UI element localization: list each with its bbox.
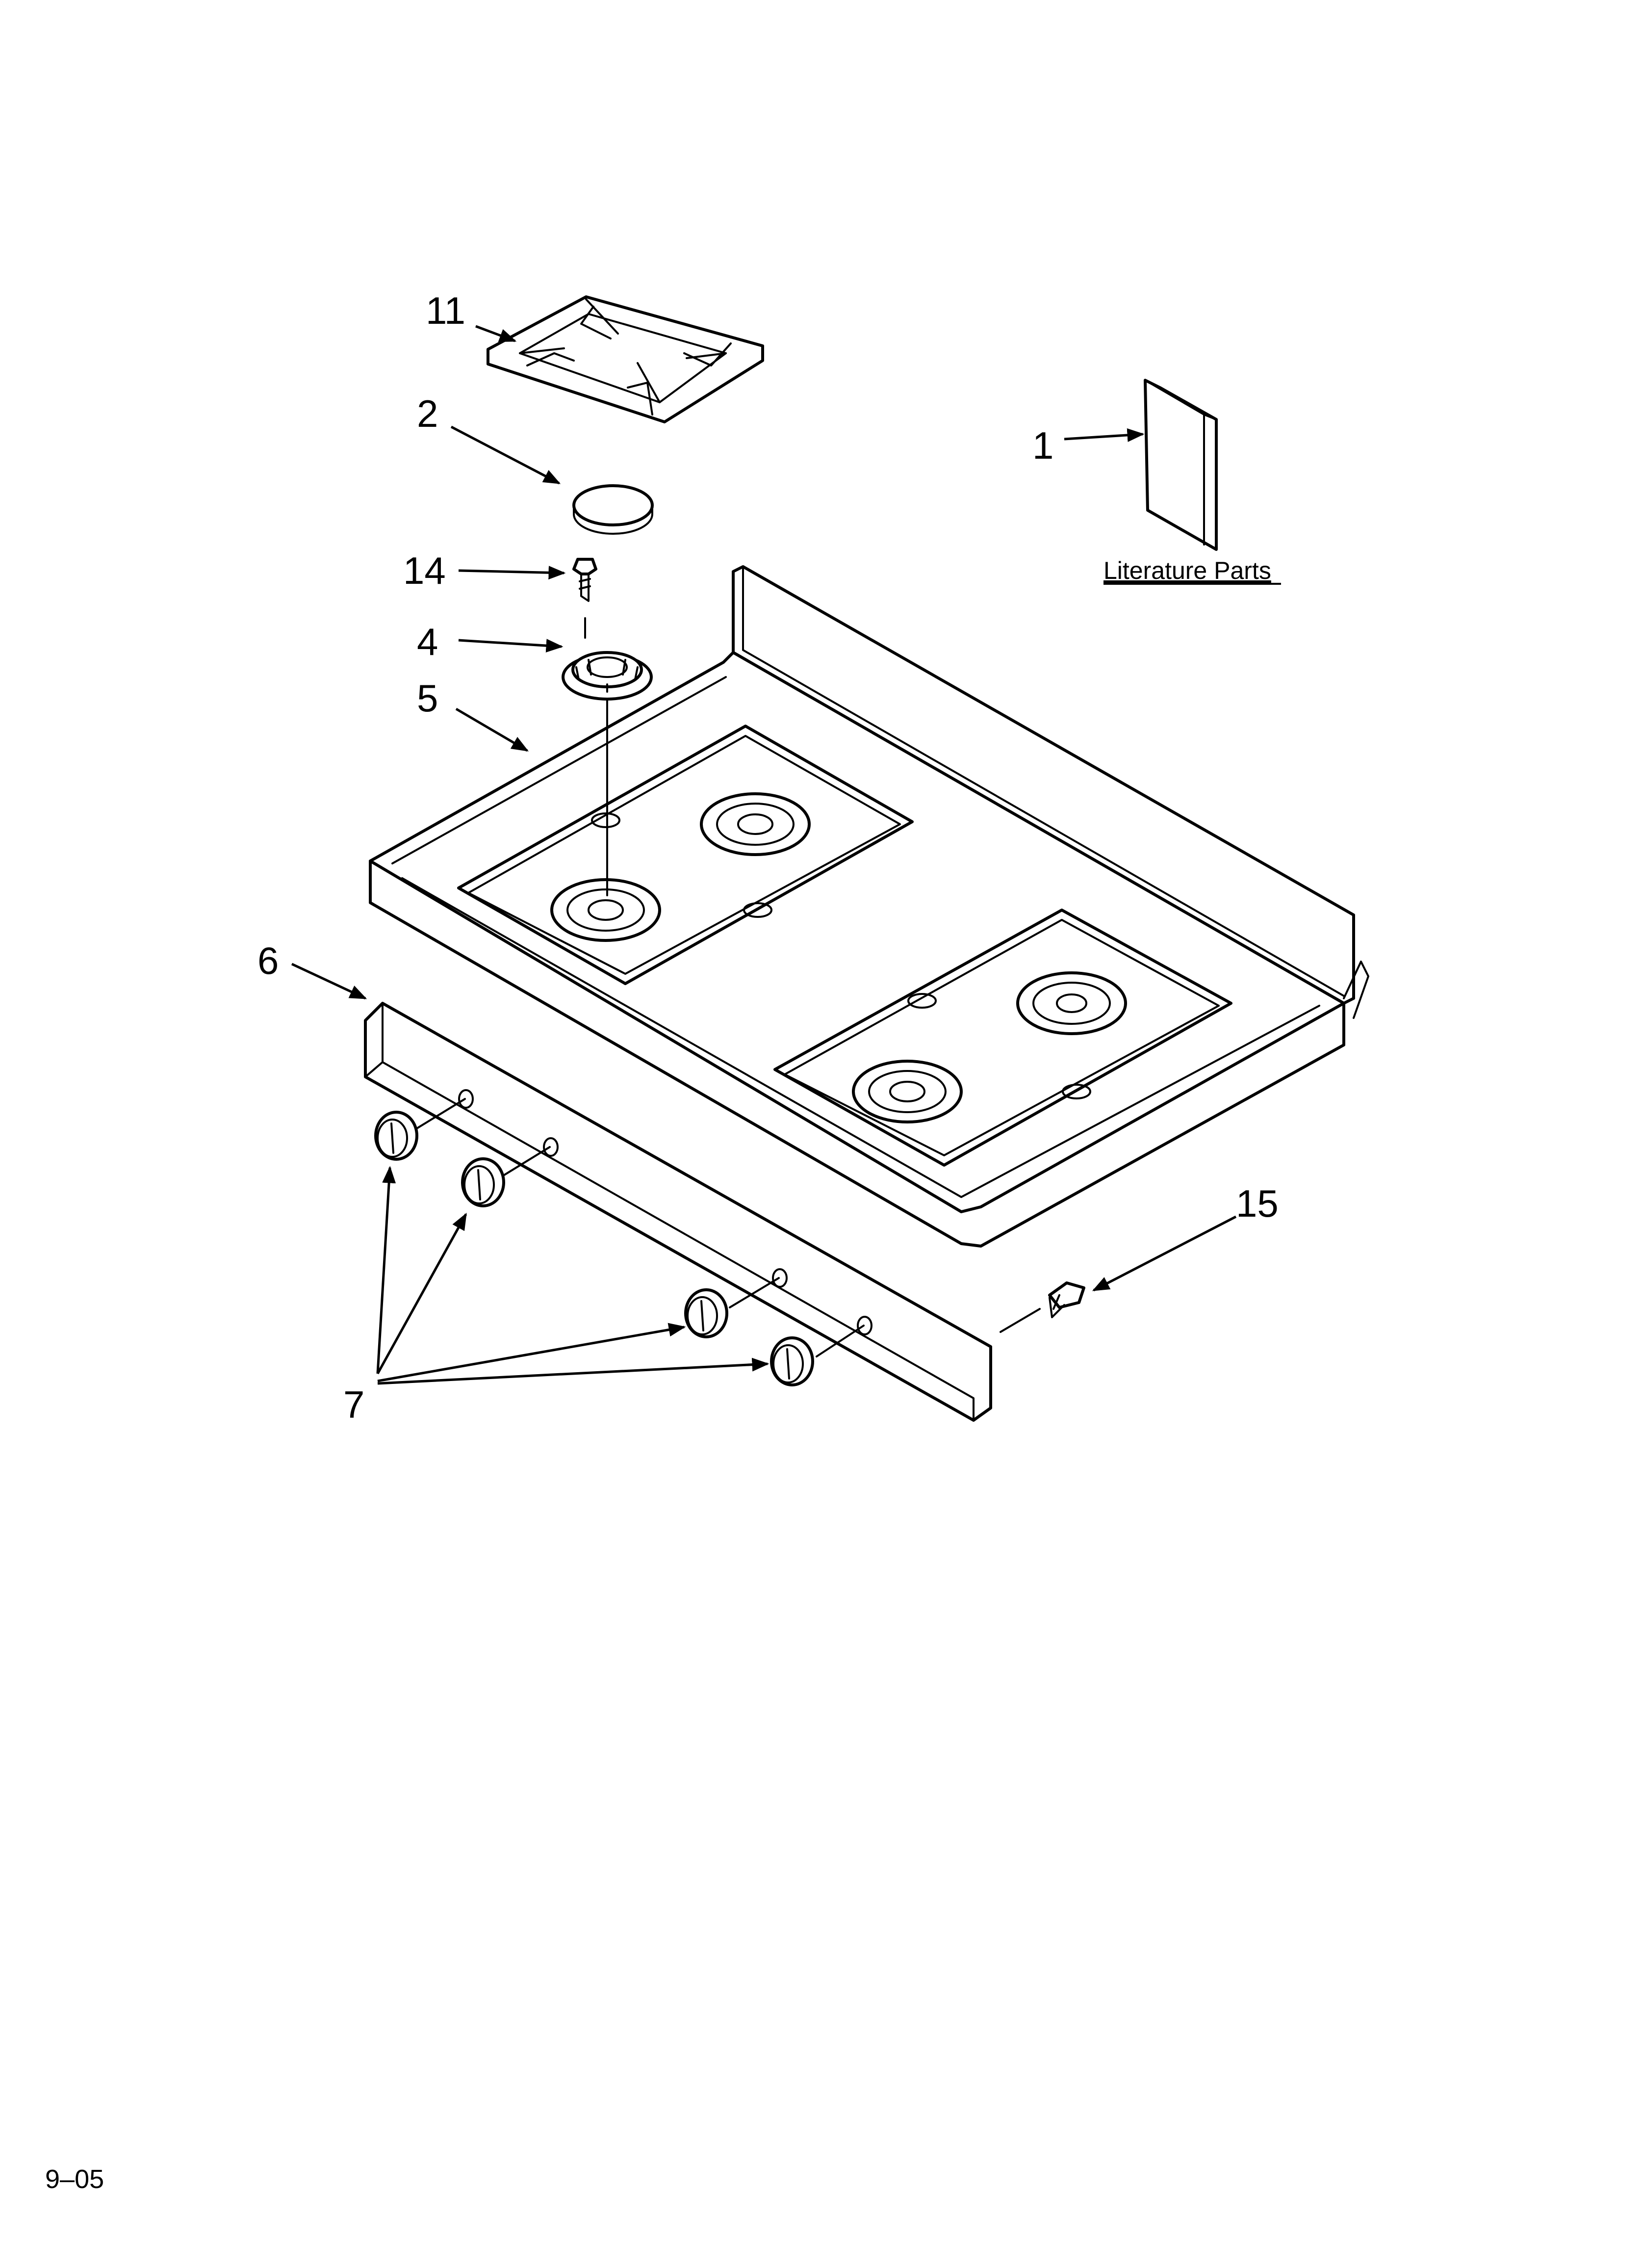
footer-code: 9–05 <box>45 2164 104 2194</box>
callout-15: 15 <box>1236 1182 1279 1225</box>
burner-cap-part-2 <box>572 484 654 535</box>
screw-part-14 <box>572 558 597 639</box>
knob-4 <box>770 1336 814 1386</box>
cooktop-part-5 <box>369 565 1369 1248</box>
callout-11: 11 <box>426 289 465 332</box>
grate-part-11 <box>487 295 764 423</box>
screw-part-15 <box>1000 1281 1085 1333</box>
knob-1 <box>374 1111 418 1161</box>
callout-7: 7 <box>343 1383 364 1426</box>
callout-4: 4 <box>417 620 438 663</box>
callout-14: 14 <box>403 549 446 592</box>
literature-parts-label: Literature Parts <box>1103 557 1271 584</box>
control-panel-part-6 <box>364 1002 992 1422</box>
callout-arrows <box>291 325 1237 1385</box>
literature-parts-part-1 <box>1144 379 1218 551</box>
burner-base-part-4 <box>562 651 653 896</box>
callout-5: 5 <box>417 677 438 720</box>
callout-1: 1 <box>1032 424 1053 467</box>
knob-2 <box>461 1157 505 1207</box>
callout-6: 6 <box>257 939 279 982</box>
knobs-part-7 <box>374 1111 814 1386</box>
callout-2: 2 <box>417 392 438 435</box>
knob-3 <box>684 1288 728 1338</box>
